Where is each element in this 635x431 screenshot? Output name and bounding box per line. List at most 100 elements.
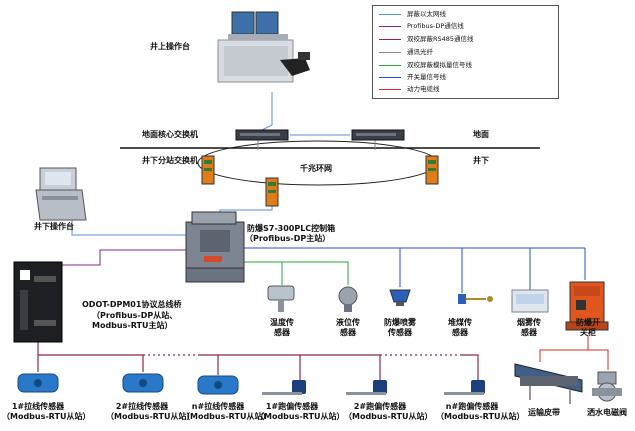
underground-switch-b-icon	[265, 177, 279, 207]
ground-label: 地面	[473, 130, 489, 139]
temp-sensor-label-line1: 温度传	[270, 318, 294, 327]
protocol-gateway-icon	[13, 261, 63, 343]
deviation-sensor-2-icon	[346, 380, 387, 395]
legend-swatch	[379, 89, 401, 90]
legend-label: 通讯光纤	[407, 48, 433, 56]
surface-console-label: 井上操作台	[150, 42, 190, 51]
rs485-chain-a	[37, 340, 144, 372]
conveyor-belt-icon	[514, 363, 583, 404]
pull-wire-1-label: 1#拉线传感器（Modbus-RTU从站）	[2, 402, 90, 422]
pull-wire-1-name: 1#拉线传感器	[11, 402, 65, 411]
underground-console-label: 井下操作台	[34, 222, 74, 231]
legend-label: 开关量信号线	[407, 73, 446, 81]
legend-item: Profibus-DP通信线	[379, 21, 554, 31]
smoke-sensor-label-line1: 烟雾传	[517, 318, 541, 327]
deviation-n-label: n#跑偏传感器（Modbus-RTU从站）	[436, 402, 524, 422]
deviation-n-name: n#跑偏传感器	[445, 402, 499, 411]
deviation-sensor-1-icon	[262, 380, 306, 395]
rs485-drop-n	[200, 354, 219, 375]
underground-switch-a-icon	[201, 155, 215, 185]
gateway-subtitle-2: Modbus-RTU主站）	[92, 321, 173, 330]
legend-label: Profibus-DP通信线	[407, 22, 464, 30]
power-conveyor	[539, 335, 589, 362]
pull-wire-sensor-n-icon	[197, 375, 239, 395]
pull-wire-2-role: （Modbus-RTU从站）	[106, 412, 195, 421]
explosion-proof-switch-box-icon	[565, 281, 609, 331]
underground-switch-label: 井下分站交换机	[142, 156, 198, 165]
power-valve	[588, 349, 609, 370]
eth-surface	[257, 92, 273, 133]
deviation-1-role: （Modbus-RTU从站）	[256, 412, 345, 421]
level-sensor-label: 液位传感器	[334, 318, 362, 338]
solenoid-valve-icon	[592, 371, 622, 402]
legend-swatch	[379, 39, 401, 40]
pull-wire-2-label: 2#拉线传感器（Modbus-RTU从站）	[106, 402, 194, 422]
dp-gateway	[62, 249, 186, 266]
deviation-2-label: 2#跑偏传感器（Modbus-RTU从站）	[344, 402, 432, 422]
deviation-1-label: 1#跑偏传感器（Modbus-RTU从站）	[256, 402, 344, 422]
underground-switch-c-icon	[425, 155, 439, 185]
legend-label: 动力电缆线	[407, 85, 440, 93]
spray-sensor-label-line2: 传感器	[388, 328, 412, 337]
plc-subtitle: （Profibus-DP主站）	[245, 234, 331, 243]
smoke-sensor-label-line2: 感器	[521, 328, 537, 337]
coal-sensor-label: 堆煤传感器	[446, 318, 474, 338]
level-sensor-label-line1: 液位传	[336, 318, 360, 327]
temperature-sensor-icon	[267, 285, 295, 312]
legend-swatch	[379, 14, 401, 15]
deviation-sensor-n-icon	[444, 380, 485, 395]
pull-wire-sensor-1-icon	[17, 373, 59, 393]
smoke-sensor-label: 烟雾传感器	[515, 318, 543, 338]
legend-item: 通讯光纤	[379, 47, 554, 57]
legend-item: 开关量信号线	[379, 72, 554, 82]
plc-title: 防爆S7-300PLC控制箱	[247, 224, 336, 233]
pull-wire-n-name: n#拉线传感器	[191, 402, 245, 411]
gateway-subtitle-1: （Profibus-DP从站、	[92, 311, 178, 320]
temp-sensor-label-line2: 感器	[274, 328, 290, 337]
switch-box-label-line2: 关柜	[580, 328, 596, 337]
plc-control-box-icon	[185, 211, 245, 283]
legend-label: 屏蔽以太网线	[407, 10, 446, 18]
pull-wire-n-label: n#拉线传感器（Modbus-RTU从站）	[182, 402, 270, 422]
coal-sensor-label-line2: 感器	[452, 328, 468, 337]
level-sensor-label-line2: 感器	[340, 328, 356, 337]
deviation-2-name: 2#跑偏传感器	[353, 402, 407, 411]
underground-label: 井下	[473, 156, 489, 165]
legend-item: 屏蔽以太网线	[379, 9, 554, 19]
spray-sensor-label-line1: 防爆喷雾	[384, 318, 416, 327]
conveyor-label: 运输皮带	[528, 408, 560, 417]
spray-sensor-label: 防爆喷雾传感器	[382, 318, 418, 338]
legend-swatch	[379, 26, 401, 27]
eth-console	[71, 212, 186, 236]
underground-console-icon	[35, 167, 87, 221]
legend-label: 双绞屏蔽RS485通信线	[407, 35, 474, 43]
deviation-n-role: （Modbus-RTU从站）	[436, 412, 525, 421]
smoke-sensor-icon	[511, 289, 549, 313]
pull-wire-2-name: 2#拉线传感器	[115, 402, 169, 411]
rs485-chain-c	[300, 354, 381, 380]
pull-wire-sensor-2-icon	[122, 373, 164, 393]
core-switch-a-icon	[235, 129, 289, 141]
pull-wire-1-role: （Modbus-RTU从站）	[2, 412, 91, 421]
deviation-2-role: （Modbus-RTU从站）	[344, 412, 433, 421]
pull-wire-n-role: （Modbus-RTU从站）	[182, 412, 271, 421]
legend-label: 双绞屏蔽模拟量信号线	[407, 61, 472, 69]
legend-swatch	[379, 77, 401, 78]
switch-box-label-line1: 防爆开	[576, 318, 600, 327]
level-sensor-icon	[338, 286, 358, 312]
valve-label: 洒水电磁阀	[587, 408, 627, 417]
temp-sensor-label: 温度传感器	[268, 318, 296, 338]
legend-item: 双绞屏蔽模拟量信号线	[379, 60, 554, 70]
legend: 屏蔽以太网线 Profibus-DP通信线 双绞屏蔽RS485通信线 通讯光纤 …	[372, 5, 559, 99]
analog-bus	[240, 261, 349, 285]
legend-item: 动力电缆线	[379, 84, 554, 94]
legend-item: 双绞屏蔽RS485通信线	[379, 34, 554, 44]
core-switch-label: 地面核心交换机	[142, 130, 198, 139]
rs485-drop-dev-n	[460, 354, 479, 380]
legend-swatch	[379, 52, 401, 53]
gateway-title: ODOT-DPM01协议总线桥	[82, 300, 182, 309]
switch-box-label: 防爆开关柜	[574, 318, 602, 338]
coal-sensor-icon	[458, 294, 493, 304]
